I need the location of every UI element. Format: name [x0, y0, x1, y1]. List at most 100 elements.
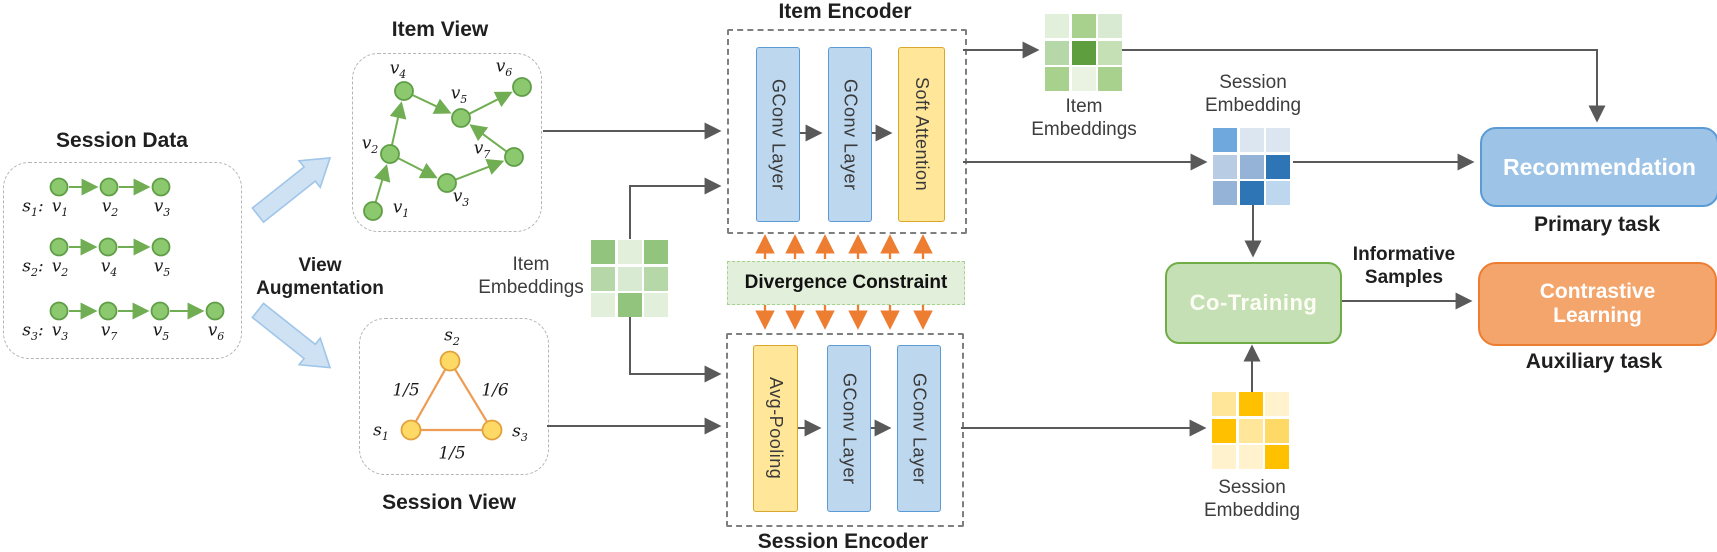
embedding-cell [1265, 445, 1289, 469]
recommendation-box: Recommendation [1480, 127, 1717, 207]
session-item-label: v5 [152, 320, 170, 343]
embedding-cell [1239, 154, 1264, 179]
session-data-box [3, 162, 242, 359]
session-graph-node-label: s1 [373, 420, 389, 443]
embedding-cell [644, 266, 668, 291]
session-item-node [205, 301, 225, 321]
item-encoder-layer-label: Soft Attention [912, 77, 932, 192]
view-augmentation-line1: View [298, 254, 342, 276]
session-item-label: v2 [101, 196, 119, 219]
item-graph-edge [397, 157, 438, 179]
session-item-node [150, 301, 170, 321]
session-graph-node-label: s3 [512, 421, 528, 444]
divergence-constraint-box: Divergence Constraint [727, 261, 965, 305]
embedding-cell [644, 293, 668, 317]
embedding-cell [1238, 392, 1263, 416]
item-graph-node [380, 144, 400, 164]
item-embeddings-mid-grid [591, 240, 668, 317]
item-graph-node [512, 77, 532, 97]
session-item-node [151, 177, 171, 197]
item-encoder-box [727, 29, 967, 234]
session-graph-edge-weight: 1/5 [392, 380, 420, 401]
item-embeddings-top-grid [1045, 14, 1122, 91]
session-item-label: v6 [207, 320, 225, 343]
item-graph-node [437, 173, 457, 193]
augmentation-arrow-up [251, 157, 332, 224]
session-encoder-layer-1: GConv Layer [827, 345, 871, 512]
embedding-cell [1265, 392, 1289, 416]
item-graph-node-label: v6 [495, 56, 513, 79]
session-encoder-box [726, 333, 964, 527]
embedding-cell [1071, 40, 1096, 65]
session-item-node [49, 237, 69, 257]
connector-line [1122, 49, 1606, 123]
embedding-cell [1213, 128, 1237, 152]
connector-line [629, 309, 722, 383]
embedding-cell [1265, 418, 1289, 443]
embedding-cell [617, 266, 642, 291]
embedding-cell [1212, 392, 1236, 416]
session-name-label: s3: [22, 320, 44, 343]
item-graph-node-label: v2 [361, 133, 379, 156]
item-graph-edge [411, 93, 452, 114]
session-encoder-layer-label: GConv Layer [839, 372, 860, 485]
item-encoder-layer-0: GConv Layer [756, 47, 800, 222]
session-item-label: v5 [153, 256, 171, 279]
item-graph-node [394, 81, 414, 101]
session-name-label: s2: [22, 256, 44, 279]
session-item-label: v3 [153, 196, 171, 219]
view-augmentation-line2: Augmentation [256, 278, 384, 299]
item-graph-node-label: v1 [392, 197, 410, 220]
recommendation-label: Recommendation [1503, 153, 1696, 180]
session-data-title: Session Data [56, 129, 188, 153]
embedding-cell [1266, 181, 1290, 205]
session-encoder-layer-0: Avg-Pooling [753, 345, 798, 512]
divergence-constraint-label: Divergence Constraint [744, 272, 948, 293]
item-embeddings-mid-label: Item Embeddings [478, 253, 584, 298]
embedding-cell [1212, 418, 1236, 443]
embedding-cell [591, 293, 615, 317]
session-item-node [151, 237, 171, 257]
session-name-label: s1: [22, 196, 44, 219]
embedding-cell [1045, 40, 1069, 65]
session-graph-edge-weight: 1/6 [481, 380, 509, 401]
item-graph-edge [468, 91, 513, 115]
session-graph-node [439, 350, 461, 372]
session-item-node [99, 177, 119, 197]
session-view-title: Session View [382, 491, 516, 515]
session-embedding-yellow-label: Session Embedding [1203, 476, 1301, 521]
item-graph-node-label: v3 [452, 186, 470, 209]
embedding-cell [1266, 128, 1290, 152]
item-graph-node-label: v4 [389, 58, 407, 81]
session-item-label: v2 [51, 256, 69, 279]
session-encoder-layer-2: GConv Layer [897, 345, 941, 512]
auxiliary-task-label: Auxiliary task [1525, 350, 1663, 374]
item-view-title: Item View [391, 18, 489, 42]
embedding-cell [1098, 14, 1122, 38]
embedding-cell [1045, 67, 1069, 91]
primary-task-label: Primary task [1533, 213, 1661, 237]
session-encoder-layer-label: GConv Layer [909, 372, 930, 485]
session-encoder-layer-label: Avg-Pooling [766, 377, 786, 480]
item-graph-edge [374, 164, 391, 203]
item-encoder-layer-1: GConv Layer [828, 47, 872, 222]
session-item-node [98, 237, 118, 257]
embedding-cell [644, 240, 668, 264]
augmentation-arrow-down [251, 302, 332, 369]
embedding-cell [617, 240, 642, 264]
session-item-label: v4 [100, 256, 118, 279]
item-graph-node-label: v7 [473, 138, 491, 161]
session-graph-node [400, 419, 422, 441]
item-encoder-layer-2: Soft Attention [898, 47, 945, 222]
embedding-cell [617, 293, 642, 317]
session-graph-node [481, 419, 503, 441]
embedding-cell [591, 266, 615, 291]
item-graph-edge [469, 124, 508, 153]
item-graph-edge [389, 101, 407, 146]
contrastive-learning-box: Contrastive Learning [1478, 262, 1717, 346]
session-graph-edge-weight: 1/5 [438, 443, 466, 464]
embedding-cell [1098, 40, 1122, 65]
embedding-cell [1238, 418, 1263, 443]
